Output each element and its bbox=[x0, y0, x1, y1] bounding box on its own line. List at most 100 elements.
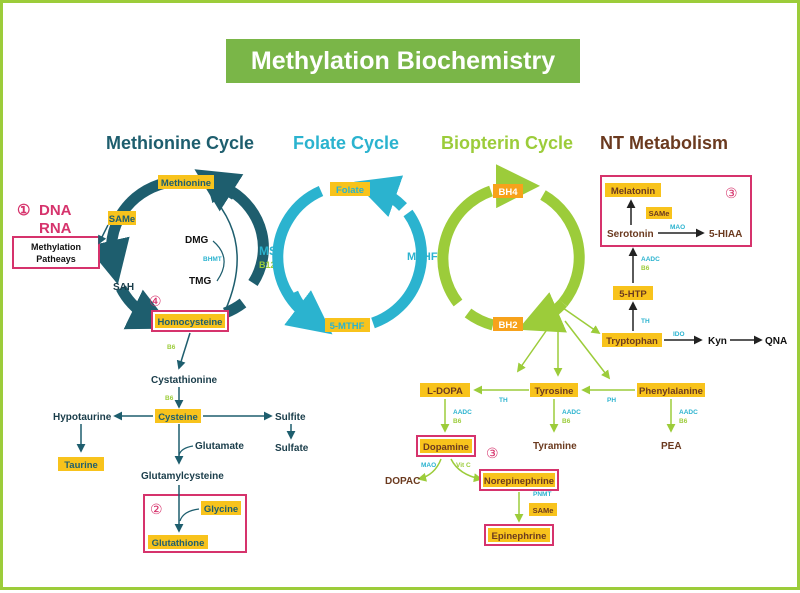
bhmt-label: BHMT bbox=[203, 256, 222, 263]
bh4-box bbox=[493, 184, 523, 198]
ldopa-box bbox=[420, 383, 470, 397]
aadc-label-2: AADC bbox=[453, 409, 472, 416]
dopamine-label: Dopamine bbox=[423, 442, 469, 453]
htp-box bbox=[613, 286, 653, 300]
vitc-label: Vit C bbox=[456, 462, 471, 469]
norepinephrine-label: Norepinephrine bbox=[484, 476, 554, 487]
sulfite-label: Sulfite bbox=[275, 412, 306, 423]
glutamylcysteine-label: Glutamylcysteine bbox=[141, 471, 224, 482]
header-folate-cycle: Folate Cycle bbox=[293, 133, 400, 153]
tyrosine-box bbox=[530, 383, 578, 397]
folate-ring-arrow-top bbox=[354, 175, 407, 218]
folate-ring-right bbox=[371, 209, 427, 329]
tyrosine-label: Tyrosine bbox=[535, 386, 574, 397]
biopterin-ring-left bbox=[437, 185, 493, 307]
dmg-tmg-curve bbox=[212, 240, 225, 282]
header-methionine-cycle: Methionine Cycle bbox=[106, 133, 255, 153]
sulfate-label: Sulfate bbox=[275, 443, 309, 454]
methionine-box bbox=[158, 175, 214, 189]
hypotaurine-label: Hypotaurine bbox=[53, 412, 112, 423]
mthf-label: 5-MTHF bbox=[330, 321, 365, 332]
dopamine-box bbox=[420, 439, 472, 453]
same-label-nt: SAMe bbox=[649, 209, 670, 218]
bh4-to-phenylalanine-arrow bbox=[564, 320, 611, 380]
nt-metabolism: Melatonin ③ SAMe Serotonin MAO 5-HIAA AA… bbox=[385, 175, 787, 546]
hiaa-label: 5-HIAA bbox=[709, 229, 742, 240]
mao-label-2: MAO bbox=[421, 462, 436, 469]
dopac-label: DOPAC bbox=[385, 476, 420, 487]
mthfr-label: MTHFR bbox=[407, 251, 446, 263]
dopamine-to-dopac-arrow bbox=[417, 458, 442, 482]
marker-3-serotonin: ③ bbox=[725, 185, 738, 201]
epinephrine-label: Epinephrine bbox=[492, 531, 547, 542]
methionine-cycle: Methionine SAMe SAH Homocysteine DMG BHM… bbox=[86, 169, 277, 332]
folate-ring-arrow-bottom bbox=[284, 290, 333, 335]
glycine-box bbox=[201, 501, 241, 515]
epinephrine-box bbox=[488, 528, 550, 542]
bh4-to-tryptophan-arrow bbox=[562, 307, 601, 335]
norepinephrine-box bbox=[483, 473, 555, 487]
cysteine-label: Cysteine bbox=[158, 412, 198, 423]
th-label-2: TH bbox=[499, 397, 508, 404]
same-box bbox=[108, 211, 136, 225]
same-box-nt-2 bbox=[529, 503, 557, 516]
cysteine-box bbox=[155, 409, 201, 423]
kyn-label: Kyn bbox=[708, 336, 727, 347]
biopterin-cycle: BH4 BH2 bbox=[437, 164, 585, 333]
b6-label-nt-4: B6 bbox=[679, 418, 688, 425]
qna-label: QNA bbox=[765, 336, 787, 347]
mthf-box bbox=[325, 318, 370, 332]
rna-label: RNA bbox=[39, 220, 72, 237]
folate-cycle: Folate 5-MTHF MTHFR bbox=[272, 175, 446, 335]
b12-label: B12 bbox=[259, 260, 276, 270]
tmg-label: TMG bbox=[189, 276, 211, 287]
ido-label: IDO bbox=[673, 331, 685, 338]
marker-1: ① bbox=[17, 202, 30, 219]
methylation-pathways-label: Methylation bbox=[31, 242, 81, 252]
melatonin-label: Melatonin bbox=[611, 186, 656, 197]
biopterin-ring-arrow-bottom bbox=[517, 292, 568, 333]
bh2-label: BH2 bbox=[498, 320, 517, 331]
b6-label-nt-1: B6 bbox=[641, 265, 650, 272]
glutamate-join bbox=[178, 445, 194, 456]
b6-label-2: B6 bbox=[165, 395, 174, 402]
same-to-pathways-arrow bbox=[98, 224, 109, 245]
bh2-box bbox=[493, 317, 523, 331]
page-title: Methylation Biochemistry bbox=[226, 39, 580, 83]
th-label-1: TH bbox=[641, 318, 650, 325]
bhmt-arrow bbox=[209, 193, 238, 312]
marker-3-dopamine: ③ bbox=[486, 445, 499, 461]
header-biopterin-cycle: Biopterin Cycle bbox=[441, 133, 574, 153]
dmg-label: DMG bbox=[185, 235, 209, 246]
ph-label: PH bbox=[607, 397, 616, 404]
sah-label: SAH bbox=[113, 282, 134, 293]
same-label: SAMe bbox=[109, 214, 135, 225]
dopamine-to-norepinephrine-arrow bbox=[450, 458, 483, 483]
biopterin-ring-right bbox=[540, 190, 585, 307]
mao-label-1: MAO bbox=[670, 224, 685, 231]
homocysteine-to-cystathionine-arrow bbox=[176, 332, 191, 370]
header-nt-metabolism: NT Metabolism bbox=[600, 133, 729, 153]
b6-label-1: B6 bbox=[167, 344, 176, 351]
pea-label: PEA bbox=[661, 441, 682, 452]
bh4-label: BH4 bbox=[498, 187, 518, 198]
folate-box bbox=[330, 182, 370, 196]
glycine-label: Glycine bbox=[204, 504, 238, 515]
tyramine-label: Tyramine bbox=[533, 441, 577, 452]
b6-label-nt-2: B6 bbox=[453, 418, 462, 425]
methionine-label: Methionine bbox=[161, 178, 211, 189]
bh4-to-ldopa-arrow bbox=[516, 320, 554, 373]
same-box-nt bbox=[646, 207, 672, 219]
pnmt-label: PNMT bbox=[533, 491, 551, 498]
transsulfuration-pathway: B6 Cystathionine B6 Cysteine Hypotaurine… bbox=[53, 332, 309, 553]
glutathione-box bbox=[148, 535, 208, 549]
methionine-ring-bottom bbox=[116, 285, 173, 330]
methylation-pathways-box bbox=[12, 236, 100, 269]
biopterin-ring-bottom bbox=[464, 308, 495, 331]
marker-4: ④ bbox=[149, 293, 162, 309]
cystathionine-label: Cystathionine bbox=[151, 375, 218, 386]
tryptophan-box bbox=[602, 333, 662, 347]
melatonin-box bbox=[605, 183, 661, 197]
taurine-box bbox=[58, 457, 104, 471]
